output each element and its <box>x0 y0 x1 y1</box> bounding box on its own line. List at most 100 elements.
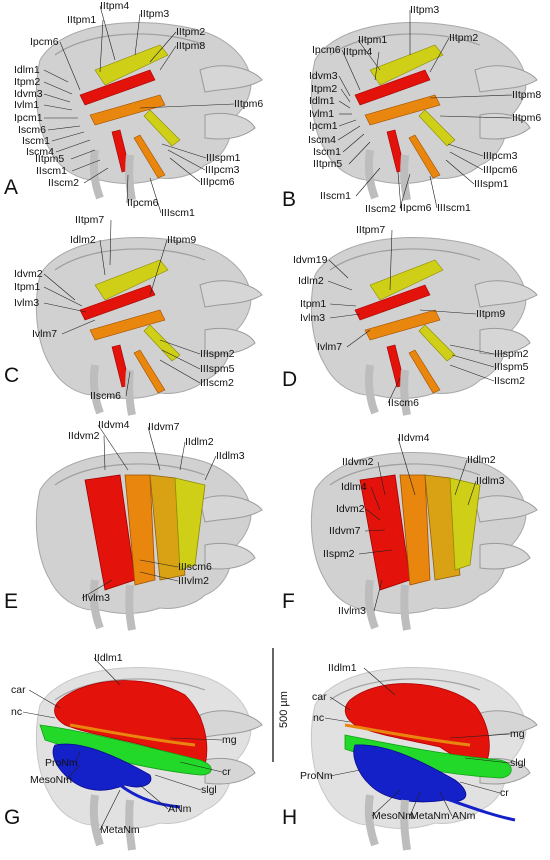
structure-label: Iscm4 <box>26 146 55 158</box>
specimen-rendering-c <box>35 237 263 416</box>
leg-stump <box>125 369 136 416</box>
structure-label: IItpm4 <box>343 46 373 58</box>
structure-label: IIdlm3 <box>476 475 505 487</box>
structure-label: Ipcm6 <box>312 44 341 56</box>
cuticle-process <box>474 65 538 93</box>
muscle-red <box>354 69 431 106</box>
scale-bar-label: 500 µm <box>278 691 290 728</box>
structure-label: Itpm2 <box>311 83 338 95</box>
leg-stump <box>125 584 136 631</box>
leg-stump <box>364 579 379 630</box>
structure-label: Ivlm7 <box>32 328 58 340</box>
structure-label: Idvm19 <box>293 254 328 266</box>
leg-stump <box>400 799 411 851</box>
structure-label: car <box>312 691 327 703</box>
structure-label: IItpm1 <box>358 34 388 46</box>
structure-label: IIIspm1 <box>474 178 509 190</box>
leg-stump <box>400 584 411 631</box>
structure-label: IIIspm5 <box>200 363 235 375</box>
structure-label: mg <box>222 734 237 746</box>
structure-label: IIdlm2 <box>185 436 214 448</box>
muscle-orange <box>399 474 431 586</box>
structure-label: MesoNm <box>372 810 415 822</box>
structure-label: IIvlm3 <box>82 592 111 604</box>
structure-label: Itpm1 <box>14 281 41 293</box>
structure-label: Idvm3 <box>309 70 338 82</box>
structure-label: Itpm1 <box>300 298 327 310</box>
muscle-orange <box>344 723 471 747</box>
structure-label: IIIscm2 <box>200 377 234 389</box>
structure-label: IItpm8 <box>176 40 206 52</box>
structure-label: IIvlm3 <box>338 605 367 617</box>
structure-label: Idlm2 <box>298 275 324 287</box>
structure-label: IIIspm2 <box>494 348 529 360</box>
structure-label: Idlm1 <box>14 64 40 76</box>
muscle-orange <box>408 349 441 394</box>
panel-letter-g: G <box>4 806 21 829</box>
structure-label: slgl <box>510 757 526 769</box>
structure-label: Idvm3 <box>14 88 43 100</box>
structure-label: ANm <box>452 810 476 822</box>
structure-label: IIIpcm3 <box>205 164 240 176</box>
structure-label: IIIspm1 <box>206 152 241 164</box>
structure-label: Ivlm1 <box>309 108 335 120</box>
cuticle-process <box>474 280 538 308</box>
leg-stump <box>89 364 104 415</box>
structure-label: IIdvm7 <box>329 525 361 537</box>
muscle-yellow <box>174 477 206 571</box>
structure-label: Iscm1 <box>22 135 51 147</box>
structure-label: IItpm3 <box>140 8 170 20</box>
muscle-orange <box>69 723 196 747</box>
cuticle-process <box>474 495 538 523</box>
structure-label: IIscm2 <box>494 375 525 387</box>
structure-label: IIscm1 <box>320 190 351 202</box>
structure-label: IIpcm6 <box>400 202 432 214</box>
structure-label: IItpm3 <box>410 4 440 16</box>
leg-stump <box>364 364 379 415</box>
muscle-orange <box>133 349 166 394</box>
structure-label: cr <box>222 766 231 778</box>
structure-label: IItpm6 <box>234 98 264 110</box>
structure-label: IItpm7 <box>75 214 105 226</box>
cuticle-ridge <box>54 248 206 271</box>
cuticle-process <box>204 328 256 355</box>
structure-label: Itpm2 <box>14 76 41 88</box>
structure-label: IIpcm6 <box>127 197 159 209</box>
cuticle-process <box>199 495 263 523</box>
cuticle-ridge <box>329 33 481 56</box>
structure-label: IItpm1 <box>67 14 97 26</box>
structure-label: nc <box>313 712 325 724</box>
cuticle-ridge <box>54 678 206 701</box>
structure-label: IItpm5 <box>313 158 343 170</box>
structure-label: IIspm2 <box>323 548 355 560</box>
structure-label: MetaNm <box>410 810 450 822</box>
structure-label: cr <box>500 787 509 799</box>
structure-label: IIdlm3 <box>216 450 245 462</box>
structure-label: IIdlm2 <box>467 454 496 466</box>
structure-label: mg <box>510 728 525 740</box>
structure-label: Ipcm1 <box>14 112 43 124</box>
structure-label: IIIscm1 <box>161 207 195 219</box>
specimen-rendering-h <box>310 667 538 851</box>
structure-label: nc <box>11 706 23 718</box>
cuticle-process <box>479 543 531 570</box>
cuticle-process <box>199 65 263 93</box>
panel-letter-b: B <box>282 188 297 211</box>
leg-stump <box>400 154 411 201</box>
structure-label: IIscm6 <box>90 390 121 402</box>
structure-label: Ivlm7 <box>317 341 343 353</box>
structure-label: IItpm2 <box>176 26 206 38</box>
leg-stump <box>364 794 379 847</box>
structure-label: IIIspm5 <box>494 361 529 373</box>
panel-letter-d: D <box>282 368 298 391</box>
structure-label: IItpm5 <box>35 153 65 165</box>
structure-label: IIdlm1 <box>94 652 123 664</box>
cuticle-ridge <box>329 678 481 701</box>
structure-label: IIdlm1 <box>328 662 357 674</box>
cuticle-process <box>204 113 256 140</box>
structure-label: IIdvm2 <box>342 456 374 468</box>
cuticle-process <box>199 710 263 738</box>
cuticle-process <box>479 113 531 140</box>
structure-label: slgl <box>201 784 217 796</box>
structure-label: IIscm2 <box>48 177 79 189</box>
